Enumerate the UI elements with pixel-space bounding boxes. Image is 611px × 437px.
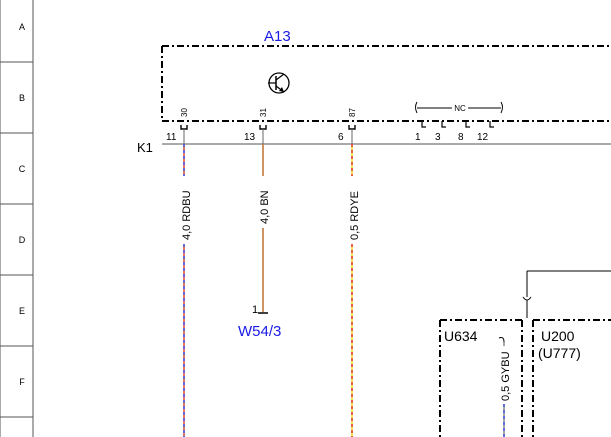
- component-u777-label: (U777): [538, 345, 581, 361]
- pin-terminal-31: 31: [259, 108, 268, 130]
- pin-terminal-30: 30: [180, 108, 189, 130]
- row-label-b: B: [19, 93, 25, 103]
- row-ruler: A B C D E F: [0, 0, 34, 437]
- wire-label-rdye: 0,5 RDYE: [349, 191, 361, 240]
- wire-bn: [258, 144, 268, 314]
- connector-w54-pin: 1: [252, 304, 258, 316]
- nc-pin-8: 8: [458, 132, 464, 143]
- nc-pin-3: 3: [435, 132, 441, 143]
- pin-bottom-11: 11: [166, 132, 177, 143]
- connector-k1-label: K1: [137, 140, 153, 155]
- pin-bottom-13: 13: [244, 132, 256, 143]
- wire-label-bn: 4,0 BN: [259, 190, 271, 224]
- nc-pin-1: 1: [415, 132, 421, 143]
- nc-label: NC: [454, 104, 466, 113]
- wire-gybu: [498, 337, 505, 437]
- nc-pin-12: 12: [477, 132, 489, 143]
- row-label-e: E: [19, 306, 25, 316]
- wire-label-rdbu: 4,0 RDBU: [181, 190, 193, 240]
- row-label-d: D: [19, 235, 26, 245]
- wire-label-gybu: 0,5 GYBU: [500, 351, 512, 401]
- component-u634-box: [439, 319, 523, 437]
- component-u200-label: U200: [541, 328, 575, 344]
- pin-top-87: 87: [348, 108, 357, 117]
- row-label-c: C: [19, 164, 26, 174]
- row-label-a: A: [19, 22, 25, 32]
- component-a13-box: [161, 45, 611, 122]
- pin-terminal-87: 87: [348, 108, 357, 130]
- row-label-f: F: [19, 377, 25, 387]
- nc-pin-group: NC: [415, 101, 503, 128]
- pin-top-30: 30: [180, 108, 189, 117]
- component-u634-label: U634: [444, 328, 478, 344]
- transistor-icon: [268, 72, 290, 94]
- connector-w54-label: W54/3: [238, 323, 281, 340]
- component-u200-box: [532, 319, 611, 437]
- pin-top-31: 31: [259, 108, 268, 117]
- component-a13-label: A13: [264, 28, 291, 45]
- pin-bottom-6: 6: [338, 132, 344, 143]
- signal-line-right: [522, 270, 611, 318]
